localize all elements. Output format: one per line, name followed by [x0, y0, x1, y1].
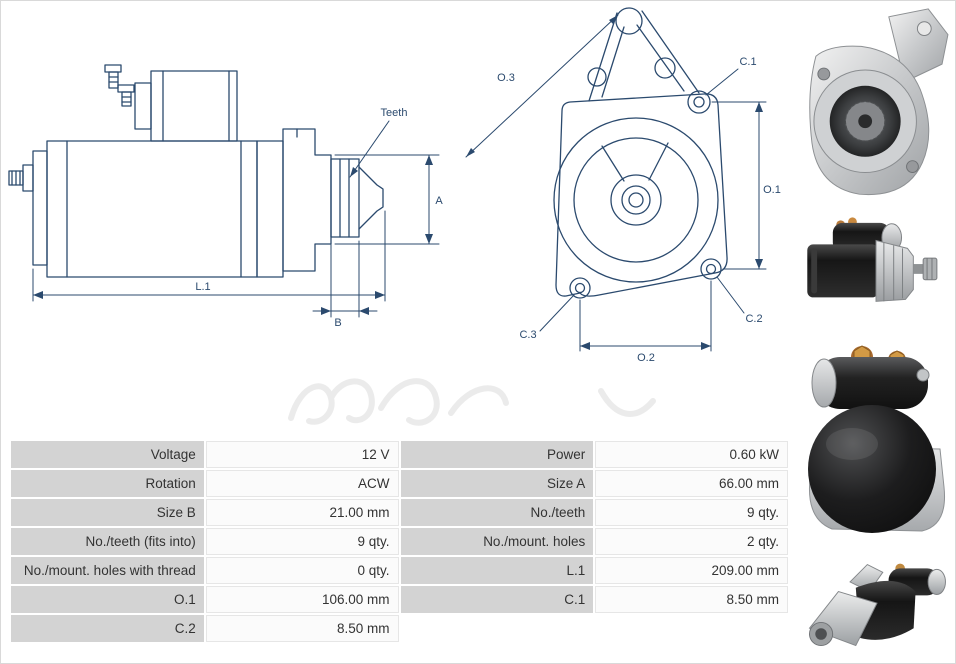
dim-label-o1: O.1	[763, 184, 781, 196]
starter-angled-view-image	[808, 563, 946, 647]
table-row: No./mount. holes with thread 0 qty. L.1 …	[11, 557, 788, 584]
spec-label: L.1	[400, 557, 594, 584]
table-row: O.1 106.00 mm C.1 8.50 mm	[11, 586, 788, 613]
table-row: Rotation ACW Size A 66.00 mm	[11, 470, 788, 497]
spec-value-empty	[595, 615, 788, 642]
photo-starter-angled-view[interactable]	[797, 553, 955, 661]
watermark	[288, 378, 656, 426]
spec-value: 12 V	[205, 441, 399, 468]
dim-label-c1: C.1	[739, 56, 756, 68]
spec-value: 0.60 kW	[595, 441, 788, 468]
spec-value: 66.00 mm	[595, 470, 788, 497]
dim-label-a: A	[435, 195, 443, 207]
spec-label: Power	[400, 441, 594, 468]
spec-value: 0 qty.	[205, 557, 399, 584]
dim-label-l1: L.1	[195, 281, 210, 293]
starter-front-view-drawing: O.3 C.1 O.1 C.2 C.3 O.2	[465, 7, 781, 364]
spec-value: 9 qty.	[205, 528, 399, 555]
spec-value: 8.50 mm	[595, 586, 788, 613]
spec-value: 8.50 mm	[205, 615, 399, 642]
spec-table: Voltage 12 V Power 0.60 kW Rotation ACW …	[9, 439, 790, 644]
dimension-arrowheads	[466, 15, 763, 350]
spec-label: No./teeth	[400, 499, 594, 526]
dim-label-b: B	[334, 317, 341, 329]
spec-value: 209.00 mm	[595, 557, 788, 584]
dim-label-o3: O.3	[497, 72, 515, 84]
table-row: Voltage 12 V Power 0.60 kW	[11, 441, 788, 468]
spec-label: O.1	[11, 586, 204, 613]
spec-value: 9 qty.	[595, 499, 788, 526]
photo-starter-front-view[interactable]	[797, 5, 955, 207]
teeth-label: Teeth	[381, 107, 408, 119]
table-row: Size B 21.00 mm No./teeth 9 qty.	[11, 499, 788, 526]
spec-value: 106.00 mm	[205, 586, 399, 613]
starter-front-view-image	[809, 8, 949, 196]
spec-label: C.1	[400, 586, 594, 613]
spec-label: Size A	[400, 470, 594, 497]
dim-label-o2: O.2	[637, 352, 655, 364]
spec-label: Rotation	[11, 470, 204, 497]
dim-label-c3: C.3	[519, 329, 536, 341]
spec-label: Size B	[11, 499, 204, 526]
table-row: No./teeth (fits into) 9 qty. No./mount. …	[11, 528, 788, 555]
starter-side-view-drawing: Teeth A L.1 B	[8, 64, 443, 329]
spec-value: ACW	[205, 470, 399, 497]
spec-value: 2 qty.	[595, 528, 788, 555]
starter-rear-view-image	[808, 345, 946, 533]
starter-side-view-image	[807, 217, 938, 302]
photo-starter-side-view[interactable]	[797, 213, 955, 321]
spec-label: No./teeth (fits into)	[11, 528, 204, 555]
spec-label: No./mount. holes with thread	[11, 557, 204, 584]
table-row: C.2 8.50 mm	[11, 615, 788, 642]
spec-label-empty	[401, 615, 594, 642]
dim-label-c2: C.2	[745, 313, 762, 325]
product-photos	[797, 1, 955, 663]
spec-label: C.2	[11, 615, 204, 642]
photo-starter-rear-view[interactable]	[797, 329, 955, 549]
spec-label: Voltage	[11, 441, 204, 468]
dimension-arrowheads	[33, 155, 433, 315]
spec-value: 21.00 mm	[205, 499, 399, 526]
spec-label: No./mount. holes	[400, 528, 594, 555]
